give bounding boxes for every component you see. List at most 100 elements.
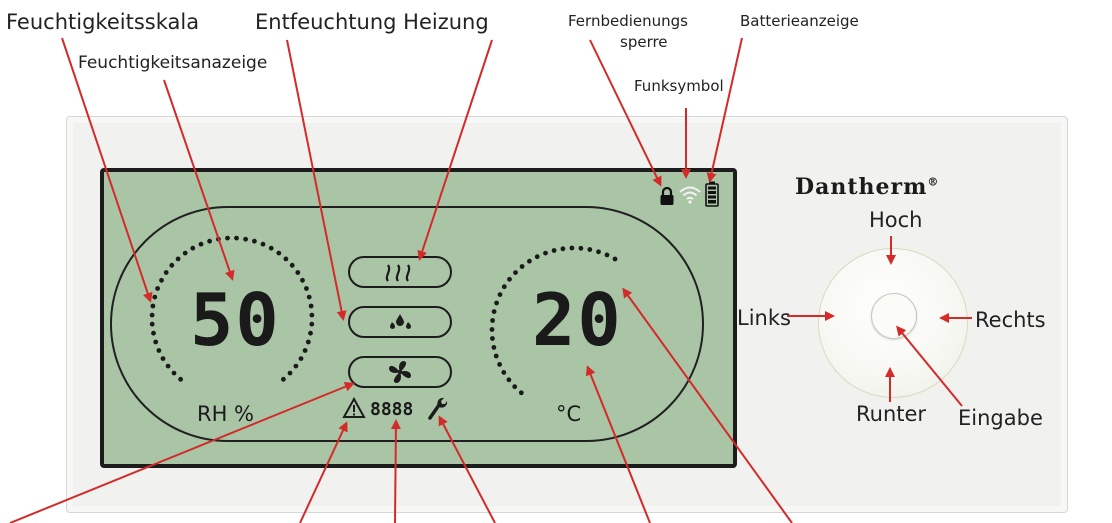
- temperature-scale-dot: [560, 246, 566, 252]
- heating-waves-icon: [385, 264, 411, 282]
- temperature-value: 20: [532, 278, 623, 362]
- temperature-scale-dot: [612, 256, 618, 262]
- temperature-scale-dot: [587, 247, 593, 252]
- arrow-fan: [9, 382, 355, 523]
- temperature-scale-dot: [596, 249, 601, 255]
- humidity-scale-dot: [304, 286, 309, 291]
- fan-mode-pill: [348, 356, 452, 388]
- temperature-scale-dot: [507, 276, 512, 282]
- dehumid-heating-label: Entfeuchtung Heizung: [255, 10, 489, 34]
- temperature-scale-dot: [497, 292, 503, 297]
- humidity-scale-dot: [260, 241, 266, 247]
- temperature-scale-dot: [506, 377, 512, 383]
- humidity-scale-dot: [207, 238, 213, 244]
- arrow-heating: [417, 39, 493, 261]
- temperature-scale-dot: [501, 284, 507, 290]
- temperature-scale-dot: [543, 250, 548, 256]
- temperature-scale-dot: [534, 254, 540, 260]
- heating-mode-pill: [348, 256, 452, 288]
- temperature-scale-dot: [489, 327, 495, 332]
- dot-arcs: [149, 235, 618, 396]
- humidity-scale-dot: [298, 356, 304, 361]
- arrow-status-code: [390, 419, 401, 523]
- humidity-scale-dot: [149, 312, 155, 318]
- battery-label: Batterieanzeige: [740, 12, 859, 30]
- humidity-scale-dot: [302, 348, 308, 353]
- humidity-scale-dot: [169, 262, 175, 268]
- wifi-icon: [679, 186, 701, 204]
- up-label: Hoch: [869, 208, 923, 232]
- temperature-unit: °C: [556, 402, 582, 426]
- humidity-scale-dot: [309, 321, 315, 327]
- temperature-scale-dot: [497, 362, 502, 367]
- wifi-label: Funksymbol: [634, 77, 724, 95]
- remote-lock-label-2: sperre: [620, 33, 668, 51]
- humidity-scale-dot: [281, 376, 286, 382]
- humidity-scale-dot: [305, 339, 311, 345]
- temperature-scale-dot: [491, 345, 497, 350]
- humidity-scale-dot: [151, 330, 156, 336]
- humidity-scale-dot: [293, 363, 299, 369]
- lock-icon: [660, 186, 674, 205]
- arrow-dehumid: [286, 39, 347, 321]
- humidity-scale-dot: [306, 294, 312, 300]
- arrow-warning: [299, 421, 348, 523]
- enter-button[interactable]: [871, 293, 917, 339]
- status-code: 8888: [370, 399, 414, 420]
- humidity-scale-dot: [289, 262, 295, 268]
- arrow-humidity-scale: [61, 37, 153, 303]
- down-label: Runter: [856, 402, 927, 426]
- temperature-scale-dot: [493, 353, 499, 359]
- humidity-scale-dot: [308, 330, 313, 336]
- humidity-scale-dot: [308, 303, 314, 309]
- arrow-remote-lock: [589, 39, 662, 187]
- humidity-scale-dot: [252, 238, 257, 244]
- temperature-scale-dot: [501, 370, 507, 375]
- arrow-enter: [896, 325, 963, 407]
- fan-icon: [389, 361, 411, 383]
- humidity-scale-dot: [155, 286, 161, 291]
- humidity-scale-dot: [243, 236, 249, 242]
- temperature-scale-dot: [490, 318, 495, 323]
- water-drops-icon: [390, 314, 411, 329]
- humidity-value: 50: [190, 278, 281, 362]
- humidity-scale-label: Feuchtigkeitsskala: [6, 10, 200, 34]
- arrow-service: [438, 415, 496, 523]
- humidity-scale-dot: [234, 235, 239, 241]
- humidity-scale-dot: [182, 250, 188, 256]
- humidity-scale-dot: [295, 270, 301, 275]
- arrow-temp-display: [585, 365, 651, 523]
- temperature-scale-dot: [512, 384, 518, 390]
- lcd-inner-frame: [110, 206, 704, 442]
- brand-logo: Dantherm®: [795, 174, 940, 200]
- temperature-scale-dot: [604, 252, 610, 258]
- arrow-humidity-display: [163, 79, 235, 281]
- humidity-scale-dot: [153, 339, 159, 345]
- warning-triangle-icon: [342, 397, 366, 418]
- humidity-scale-dot: [152, 294, 158, 300]
- arrow-battery: [706, 37, 743, 183]
- humidity-display-label: Feuchtigkeitsanazeige: [78, 53, 268, 73]
- humidity-scale-dot: [309, 312, 315, 318]
- humidity-scale-dot: [287, 370, 293, 376]
- dehumidify-mode-pill: [348, 306, 452, 338]
- wrench-icon: [428, 397, 448, 420]
- humidity-scale-dot: [159, 277, 164, 283]
- temperature-scale-dot: [551, 248, 557, 253]
- humidity-scale-dot: [190, 245, 196, 251]
- humidity-scale-dot: [178, 376, 184, 382]
- right-label: Rechts: [975, 308, 1046, 332]
- humidity-scale-dot: [149, 321, 155, 327]
- humidity-scale-dot: [165, 363, 171, 369]
- humidity-scale-dot: [276, 250, 282, 256]
- temperature-scale-dot: [518, 390, 524, 396]
- temperature-scale-dot: [578, 245, 584, 251]
- humidity-scale-dot: [225, 235, 230, 241]
- temperature-scale-dot: [513, 270, 518, 275]
- humidity-scale-dot: [300, 277, 305, 283]
- temperature-scale-dot: [494, 300, 499, 306]
- humidity-scale-dot: [160, 356, 166, 361]
- temperature-scale-dot: [527, 258, 532, 264]
- humidity-scale-dot: [156, 348, 162, 353]
